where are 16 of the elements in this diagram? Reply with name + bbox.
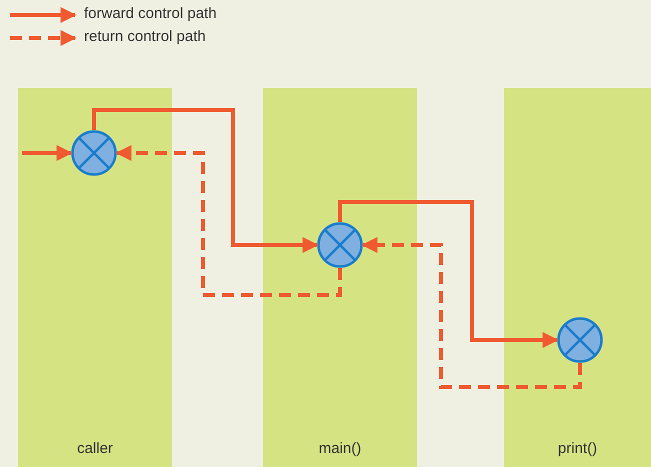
crossed-circle-icon	[71, 130, 117, 176]
column-label: print()	[556, 440, 598, 457]
column-label: main()	[318, 440, 362, 457]
crossed-circle-icon	[317, 222, 363, 268]
column-band	[263, 88, 417, 467]
column-band	[504, 88, 651, 467]
crossed-circle-icon	[557, 317, 603, 363]
legend-text: forward control path	[84, 5, 217, 22]
connector-arrow	[115, 145, 342, 297]
connector-arrow	[361, 237, 582, 389]
connector-arrow	[92, 108, 319, 253]
column-label: caller	[76, 440, 114, 457]
connector-arrow	[338, 200, 559, 348]
connector-arrow	[22, 145, 73, 161]
column-band	[18, 88, 172, 467]
legend-text: return control path	[84, 28, 206, 45]
